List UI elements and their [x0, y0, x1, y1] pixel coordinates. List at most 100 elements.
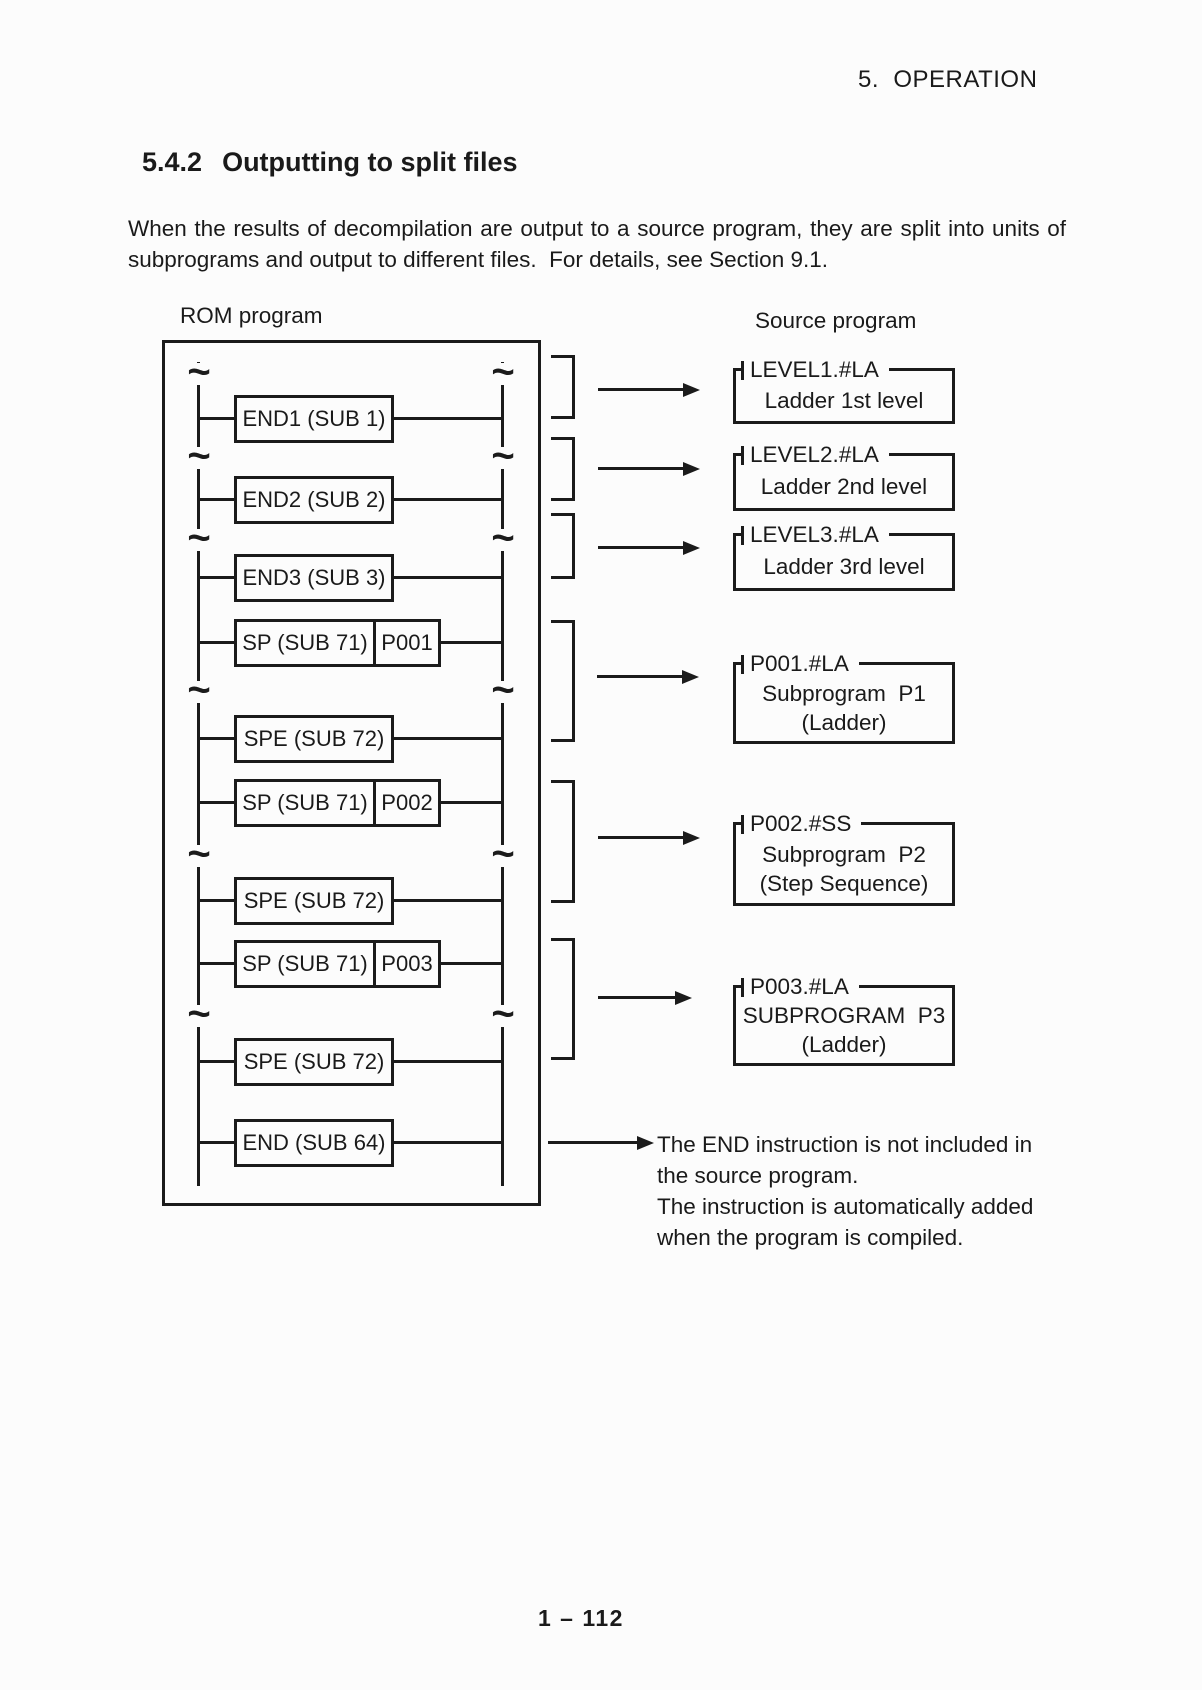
rung-box: SPE (SUB 72)	[234, 715, 394, 763]
flow-arrow-icon	[597, 675, 685, 678]
tilde-break-icon: ~	[489, 994, 517, 1034]
group-bracket-icon	[551, 513, 575, 579]
file-tag-corner-icon	[741, 361, 744, 380]
file-box: LEVEL1.#LA Ladder 1st level	[733, 357, 955, 424]
section-heading: 5.4.2 Outputting to split files	[142, 147, 518, 178]
flow-arrow-icon	[598, 836, 686, 839]
chapter-header: 5. OPERATION	[858, 66, 1038, 93]
file-line: (Ladder)	[801, 709, 887, 735]
rung-box: END2 (SUB 2)	[234, 476, 394, 524]
rung-wire-right	[394, 498, 501, 501]
rung-box: P002	[373, 779, 441, 827]
file-box: P001.#LA Subprogram P1 (Ladder)	[733, 651, 955, 744]
file-content: SUBPROGRAM P3 (Ladder)	[736, 988, 952, 1063]
file-name-tag: LEVEL1.#LA	[741, 357, 889, 382]
section-number: 5.4.2	[142, 147, 203, 177]
file-name-tag: P002.#SS	[741, 811, 862, 836]
file-line: Ladder 3rd level	[763, 554, 925, 579]
group-bracket-icon	[551, 938, 575, 1060]
tilde-break-icon: ~	[185, 670, 213, 710]
rung-wire-left	[200, 899, 234, 902]
file-name: LEVEL1.#LA	[750, 357, 879, 382]
tilde-break-icon: ~	[185, 352, 213, 392]
ladder-left-rail	[197, 362, 200, 1186]
rung-wire-left	[200, 1141, 234, 1144]
rung-box: SPE (SUB 72)	[234, 1038, 394, 1086]
rung-wire-left	[200, 801, 234, 804]
file-content: Ladder 3rd level	[736, 536, 952, 588]
file-line: (Step Sequence)	[759, 870, 929, 896]
rung-box: P001	[373, 619, 441, 667]
rung-box: SP (SUB 71)	[234, 940, 376, 988]
section-title: Outputting to split files	[222, 147, 518, 177]
rung-wire-right	[441, 641, 501, 644]
file-line: Ladder 2nd level	[760, 474, 928, 499]
file-tag-corner-icon	[741, 446, 744, 465]
tilde-break-icon: ~	[185, 834, 213, 874]
file-content: Ladder 2nd level	[736, 456, 952, 508]
end-note: The END instruction is not included in t…	[657, 1129, 1033, 1253]
file-name: LEVEL3.#LA	[750, 522, 879, 547]
rung-wire-left	[200, 1060, 234, 1063]
file-line: Subprogram P2	[762, 841, 926, 867]
rung-wire-right	[394, 1060, 501, 1063]
flow-arrow-icon	[598, 388, 686, 391]
tilde-break-icon: ~	[185, 994, 213, 1034]
tilde-break-icon: ~	[489, 834, 517, 874]
file-name: LEVEL2.#LA	[750, 442, 879, 467]
rung-box: END3 (SUB 3)	[234, 554, 394, 602]
end-note-line: the source program.	[657, 1163, 859, 1188]
flow-arrow-icon	[548, 1141, 640, 1144]
file-content: Ladder 1st level	[736, 371, 952, 421]
tilde-break-icon: ~	[185, 518, 213, 558]
file-line: SUBPROGRAM P3	[742, 1003, 946, 1028]
rung-box: SP (SUB 71)	[234, 619, 376, 667]
rung-box: END (SUB 64)	[234, 1119, 394, 1167]
file-tag-corner-icon	[741, 815, 744, 834]
group-bracket-icon	[551, 780, 575, 903]
source-program-label: Source program	[755, 308, 917, 333]
rung-wire-right	[394, 576, 501, 579]
group-bracket-icon	[551, 620, 575, 742]
intro-line: subprograms and output to different file…	[128, 247, 828, 272]
tilde-break-icon: ~	[489, 670, 517, 710]
rung-wire-right	[394, 899, 501, 902]
file-box: LEVEL2.#LA Ladder 2nd level	[733, 442, 955, 511]
end-note-line: when the program is compiled.	[657, 1225, 964, 1250]
rung-wire-right	[441, 801, 501, 804]
rung-wire-right	[394, 417, 501, 420]
file-name-tag: LEVEL3.#LA	[741, 522, 889, 547]
group-bracket-icon	[551, 437, 575, 501]
file-box: LEVEL3.#LA Ladder 3rd level	[733, 522, 955, 591]
rom-program-label: ROM program	[180, 303, 323, 328]
page-number: 1 – 112	[538, 1605, 624, 1631]
rung-wire-left	[200, 737, 234, 740]
file-line: Ladder 1st level	[764, 388, 924, 413]
intro-line: When the results of decompilation are ou…	[128, 216, 1066, 241]
file-name-tag: LEVEL2.#LA	[741, 442, 889, 467]
rung-box: SP (SUB 71)	[234, 779, 376, 827]
file-name-tag: P001.#LA	[741, 651, 859, 676]
rung-wire-left	[200, 417, 234, 420]
tilde-break-icon: ~	[489, 436, 517, 476]
group-bracket-icon	[551, 355, 575, 419]
file-tag-corner-icon	[741, 526, 744, 545]
rung-box: P003	[373, 940, 441, 988]
rung-wire-right	[441, 962, 501, 965]
file-line: Subprogram P1	[762, 680, 926, 706]
file-name: P003.#LA	[750, 974, 849, 999]
rung-wire-left	[200, 641, 234, 644]
file-tag-corner-icon	[741, 978, 744, 997]
file-box: P003.#LA SUBPROGRAM P3 (Ladder)	[733, 974, 955, 1066]
rung-box: END1 (SUB 1)	[234, 395, 394, 443]
rung-wire-left	[200, 576, 234, 579]
end-note-line: The END instruction is not included in	[657, 1132, 1033, 1157]
file-box: P002.#SS Subprogram P2 (Step Sequence)	[733, 811, 955, 906]
rom-box-outline	[162, 340, 541, 1206]
end-note-line: The instruction is automatically added	[657, 1194, 1034, 1219]
tilde-break-icon: ~	[489, 518, 517, 558]
file-name-tag: P003.#LA	[741, 974, 859, 999]
file-content: Subprogram P1 (Ladder)	[736, 665, 952, 741]
file-line: (Ladder)	[801, 1032, 887, 1057]
